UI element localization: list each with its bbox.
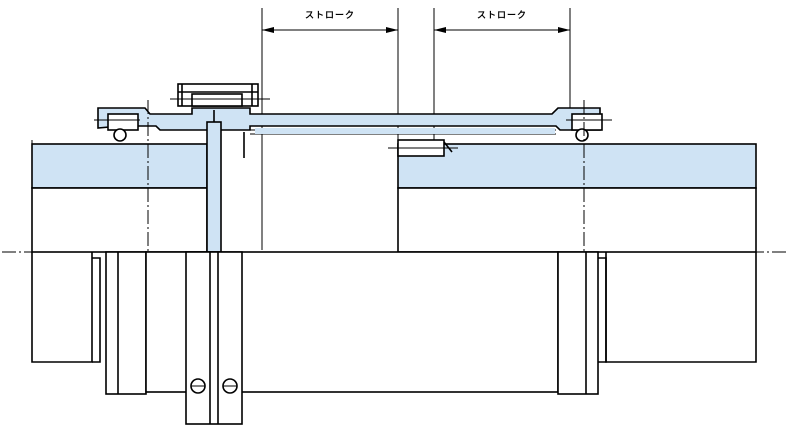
bolt-shank	[191, 93, 243, 107]
right-seal	[566, 113, 612, 142]
left-hub-blue-band	[31, 143, 208, 189]
sleeve-body	[97, 107, 601, 131]
arrow-head-left-start	[262, 27, 274, 33]
left-shaft-lower	[31, 252, 93, 363]
right-flange-lower	[557, 251, 599, 395]
left-flange-lower	[105, 251, 147, 395]
right-shaft-step	[598, 257, 607, 363]
sleeve-inner-fill	[255, 128, 555, 134]
sleeve	[97, 107, 601, 135]
right-hub-blue-band	[397, 143, 757, 189]
right-hub-upper	[397, 143, 757, 253]
right-hub-white-band	[397, 187, 757, 253]
right-o-ring-icon	[575, 128, 589, 142]
lower-half	[31, 251, 757, 425]
left-shaft-step	[92, 257, 101, 363]
center-plate-blue	[206, 121, 222, 253]
center-plate-lower	[185, 251, 243, 425]
top-bolt	[170, 83, 270, 107]
left-seal	[94, 113, 140, 142]
stroke-label-left: ストローク	[305, 10, 355, 21]
right-seal-body	[571, 113, 603, 131]
left-hub-white-band	[31, 187, 208, 253]
left-hub-upper	[31, 143, 208, 253]
middle-key	[388, 139, 458, 157]
arrow-head-right-end	[558, 27, 570, 33]
arrow-head-left-end	[386, 27, 398, 33]
stroke-label-right: ストローク	[477, 10, 527, 21]
left-o-ring-icon	[113, 128, 127, 142]
arrow-head-right-start	[434, 27, 446, 33]
right-shaft-lower	[605, 252, 757, 363]
center-plate	[206, 110, 245, 253]
left-seal-body	[107, 113, 139, 131]
key-pin	[443, 141, 453, 153]
